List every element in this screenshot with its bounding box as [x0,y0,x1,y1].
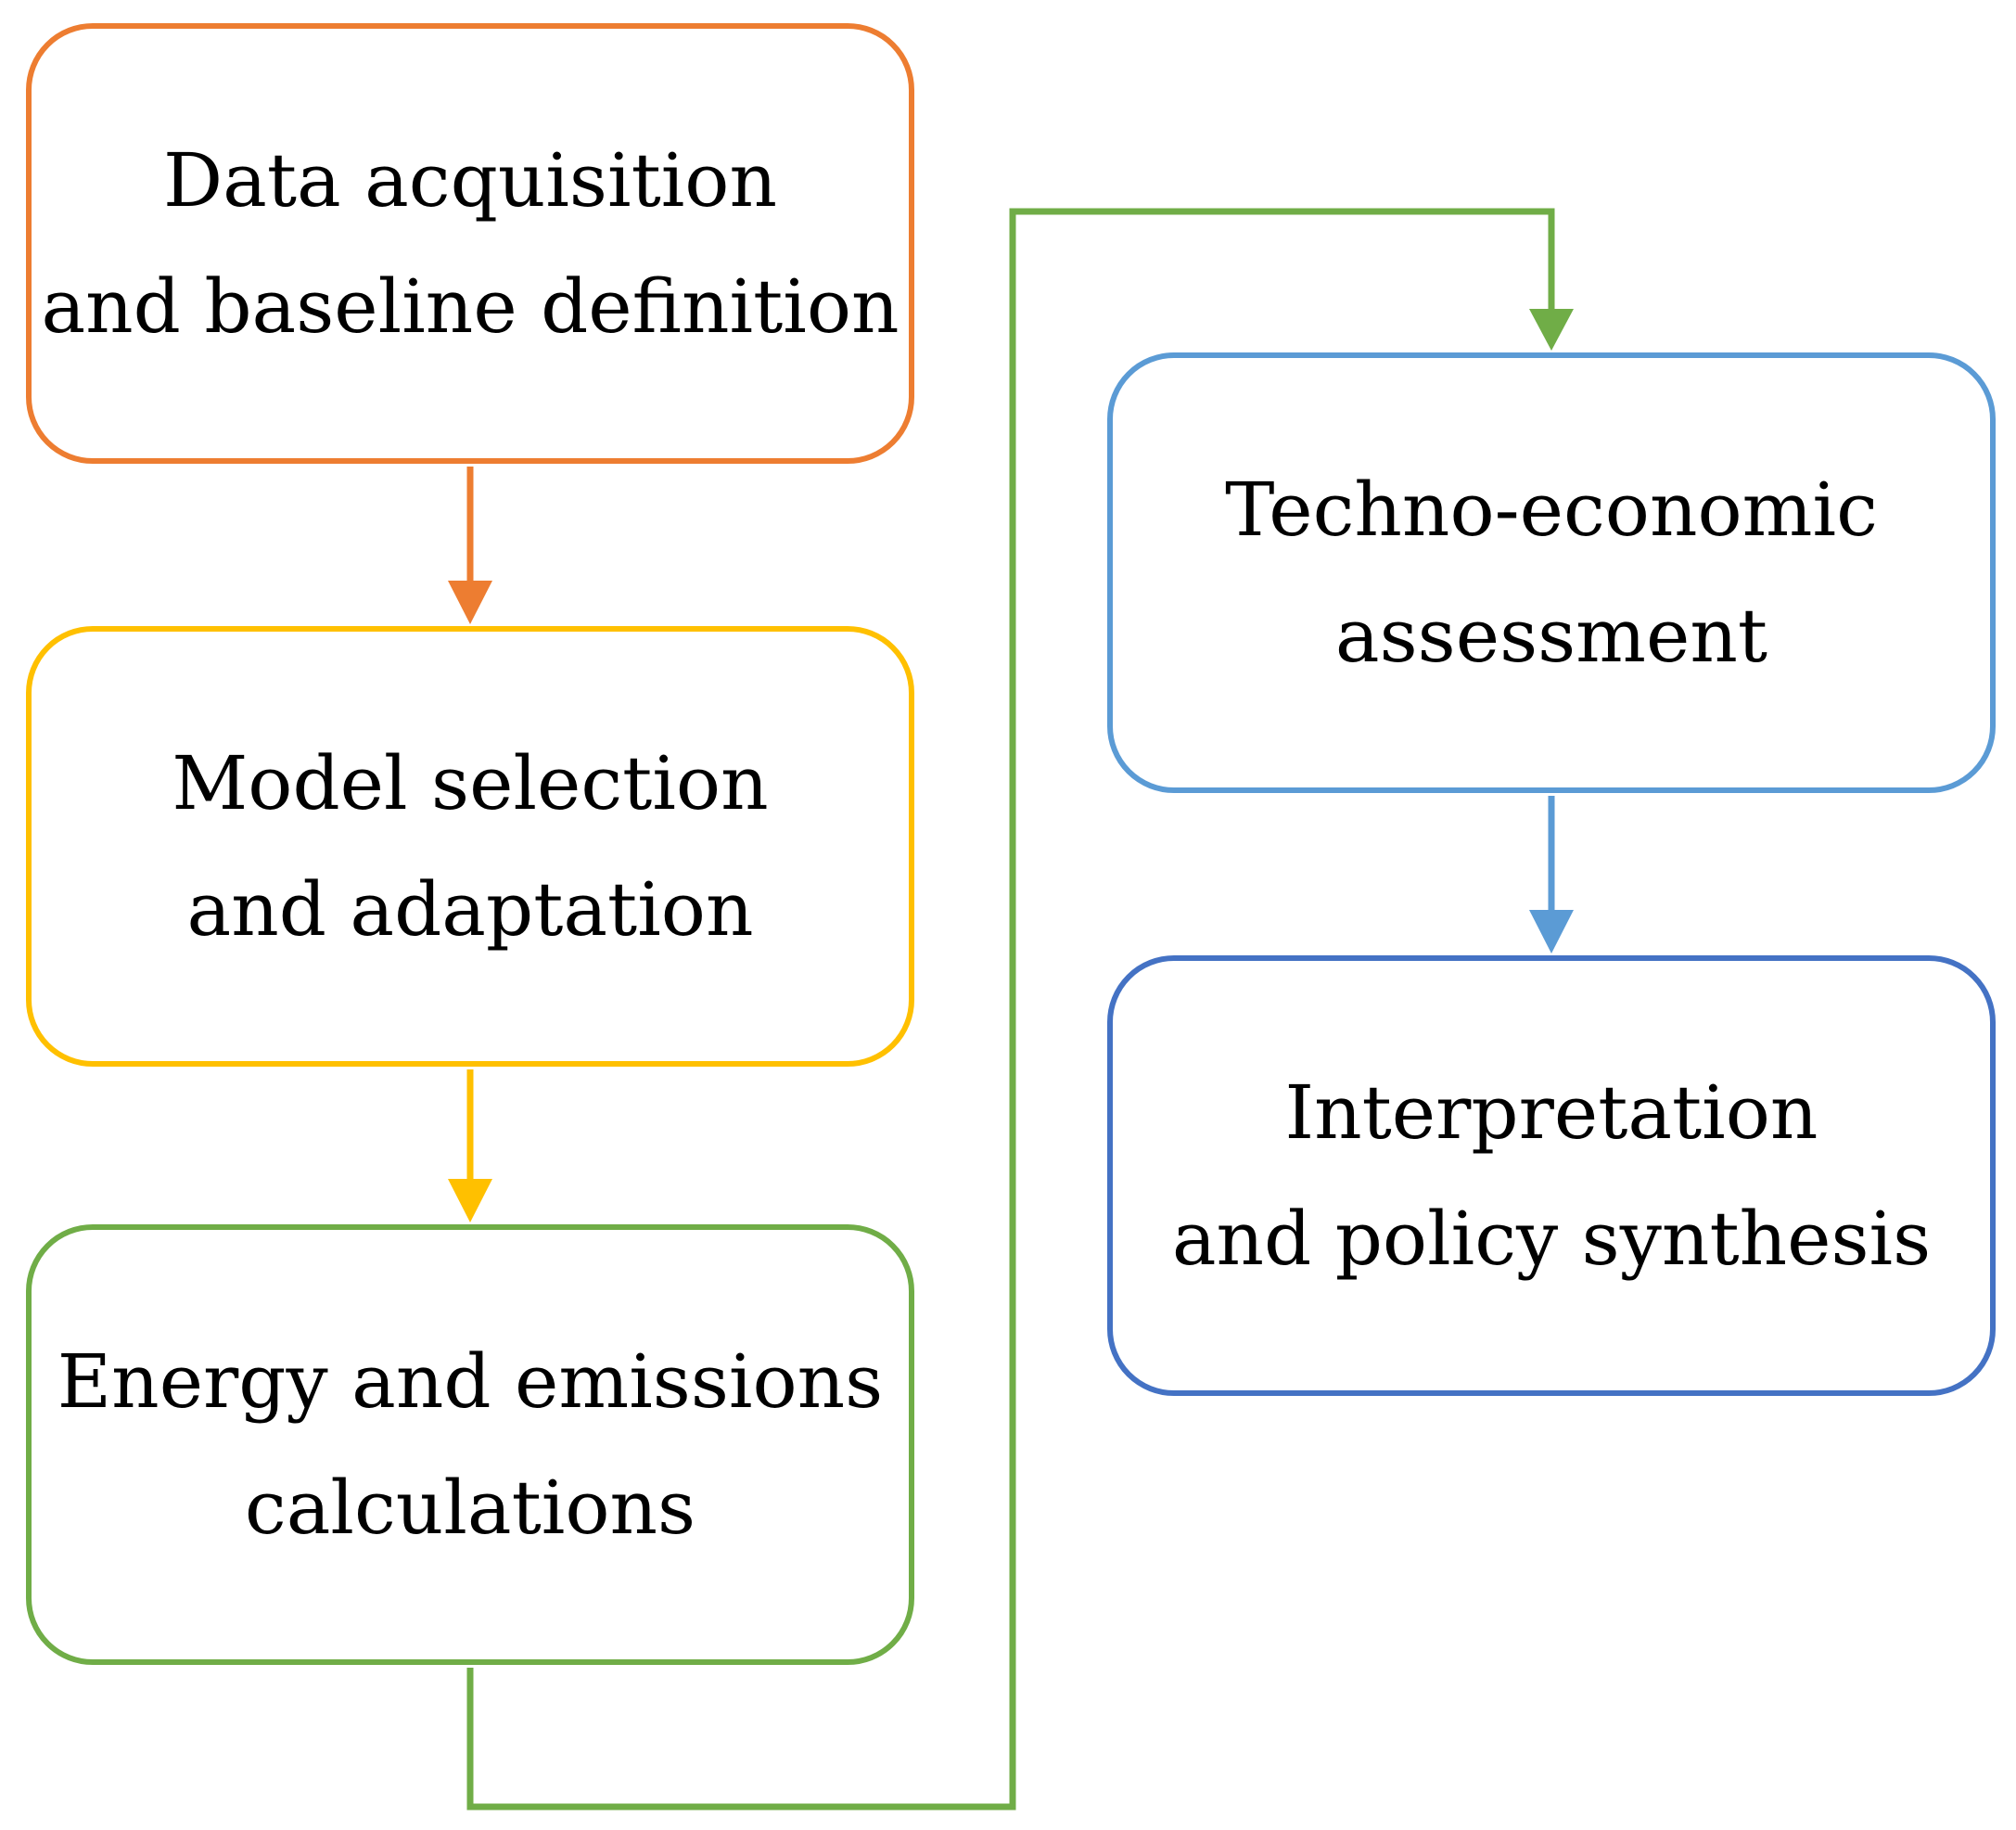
arrow-data-to-model [448,467,492,624]
step-label-line: and baseline definition [41,262,900,350]
step-techno-economic: Techno-economic assessment [1107,352,1996,793]
arrow-energy-to-techno [466,208,1574,1811]
step-label-line: Interpretation [1284,1069,1818,1156]
step-label-line: Model selection [172,739,769,826]
step-data-acquisition: Data acquisition and baseline definition [26,23,914,464]
step-label-line: Techno-economic [1225,466,1878,553]
step-label-line: Data acquisition [163,136,777,224]
step-interpretation: Interpretation and policy synthesis [1107,955,1996,1396]
step-model-selection: Model selection and adaptation [26,626,914,1067]
step-label-line: assessment [1334,592,1768,679]
step-label-line: and policy synthesis [1171,1195,1932,1282]
arrow-techno-to-interpretation [1529,796,1574,953]
step-energy-emissions: Energy and emissions calculations [26,1224,914,1665]
arrow-model-to-energy [448,1069,492,1222]
step-label-line: calculations [244,1464,696,1551]
step-label-line: Energy and emissions [57,1337,884,1425]
step-label-line: and adaptation [186,865,754,953]
